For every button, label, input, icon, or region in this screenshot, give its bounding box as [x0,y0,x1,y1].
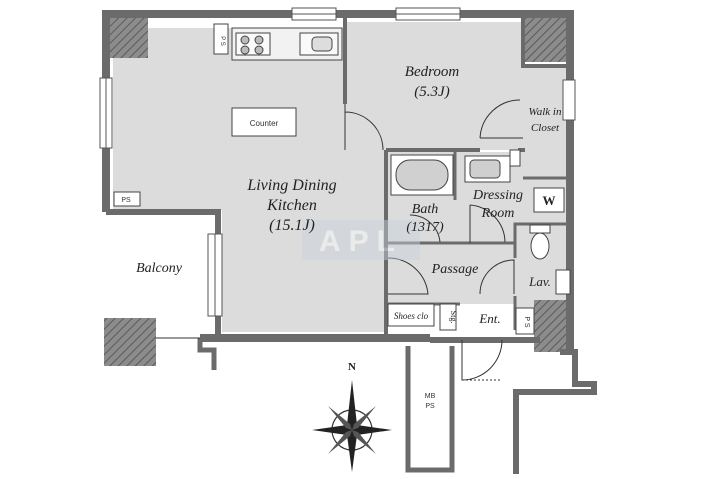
door-bedroom [344,104,384,151]
window-closet [562,79,576,121]
ps-box-top [213,23,229,55]
compass-north-label: N [348,361,356,373]
ps-top-label: P S [219,36,225,46]
doors [156,99,523,381]
compass-rose [312,380,392,472]
ldk-label-2: Kitchen [266,197,317,214]
door-dressing [469,204,506,243]
svg-text:APL: APL [319,225,403,258]
door-closet [479,99,523,139]
dressing-label-2: Room [481,206,515,221]
room-fills [113,22,567,332]
windows [99,7,576,317]
wall-dressing-lav [470,222,570,245]
shoes-closet-box [387,303,435,327]
ps-left-label: PS [121,197,131,204]
pillar-bottom-left [104,318,156,366]
washer-label: W [543,193,556,208]
ps-entrance-box [515,307,535,335]
closet-label-1: Walk in [529,106,562,118]
door-entrance [461,339,503,381]
wall-closet [521,18,568,68]
counter-label: Counter [250,119,279,128]
pillar-top-right [524,10,574,62]
labels: Bedroom (5.3J) Living Dining Kitchen (15… [121,36,562,410]
lav-label: Lav. [528,274,551,289]
dressing-label-1: Dressing [472,188,523,203]
wall-bottom-left-step [197,338,217,370]
ldk-label-1: Living Dining [246,177,336,194]
washer-box [533,187,565,213]
door-lav [479,259,515,295]
watermark-logo: APL [302,220,420,260]
ldk-size: (15.1J) [269,217,315,234]
lav-basin [555,269,571,295]
wall-mb-shaft [405,346,455,473]
storage-label: Stg. [449,311,458,324]
passage-label: Passage [431,262,479,277]
entrance-label: Ent. [478,311,500,326]
ldk-floor [113,28,386,332]
bedroom-floor [345,22,523,150]
entrance-fixtures [387,303,535,335]
wall-lower-right [513,349,597,474]
walls [102,10,597,474]
door-passage [387,257,429,295]
bedroom-size: (5.3J) [414,84,449,100]
bedroom-label: Bedroom [405,64,460,80]
bath-label: Bath [412,202,438,217]
door-bath [409,214,441,243]
mb-ps-label-1: MB [425,393,436,400]
mb-ps-label-2: PS [425,403,435,410]
bath-fixtures [390,149,571,295]
island-counter [231,107,297,137]
bath-size: (1317) [406,220,444,235]
toilet-tank [529,224,551,234]
kitchen [113,23,343,207]
balcony-label: Balcony [136,261,183,276]
ps-box-left [113,191,141,207]
shoes-closet-label: Shoes clo [394,311,429,321]
toilet-bowl [530,232,550,260]
balcony-floor [112,215,208,319]
storage-box [439,303,457,331]
ps-entrance-label: P S [523,316,530,327]
closet-label-2: Closet [531,122,560,134]
